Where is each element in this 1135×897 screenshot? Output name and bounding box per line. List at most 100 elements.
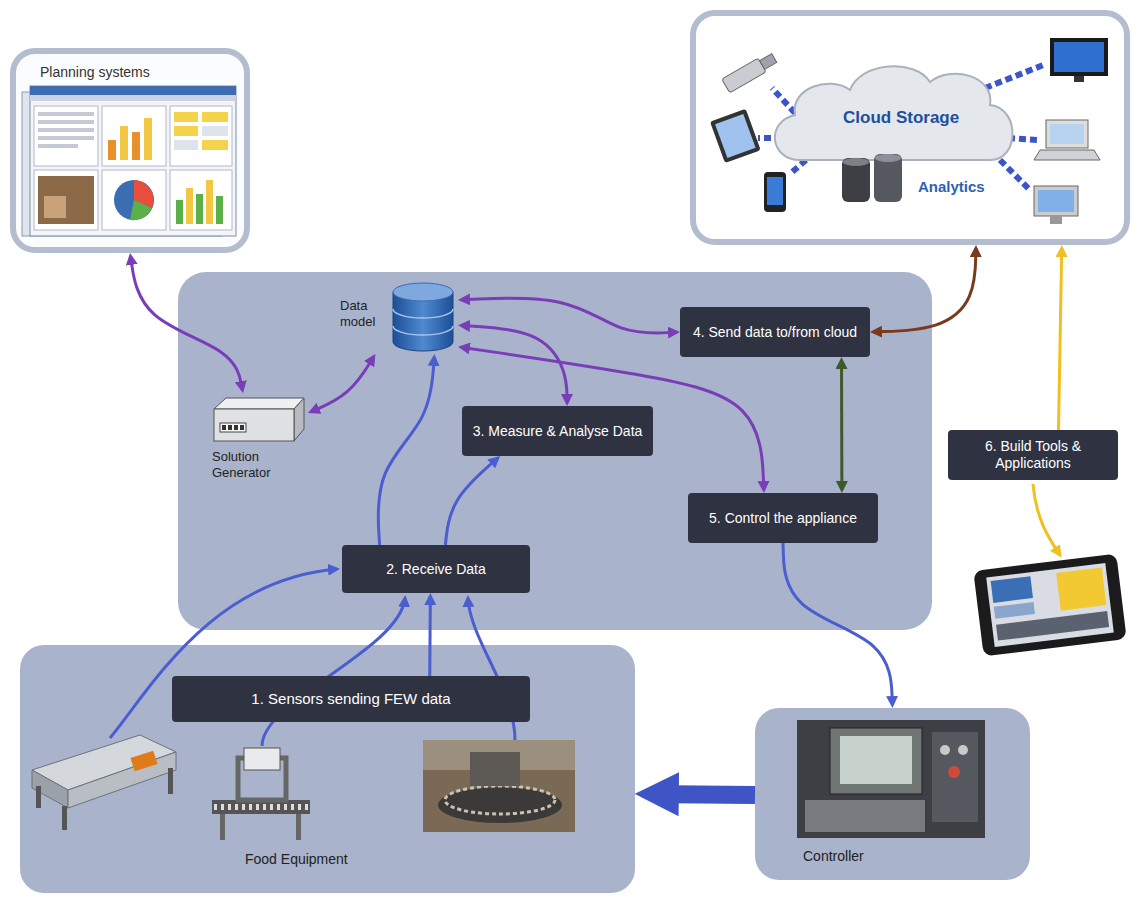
tablet-illustration (973, 554, 1126, 657)
screen-tile (1056, 567, 1106, 610)
flow-connector (445, 458, 498, 545)
step-label: 1. Sensors sending FEW data (251, 690, 450, 708)
table-row (38, 136, 94, 140)
table-row (38, 120, 94, 124)
panel-label: Data model (340, 298, 388, 329)
device-front (214, 409, 294, 441)
usb-stick (722, 51, 778, 93)
monitor-screen (1054, 42, 1104, 72)
cloud-illustration (710, 38, 1108, 224)
signal-line (262, 598, 405, 746)
app-line (1033, 484, 1060, 555)
chain-link (790, 160, 806, 174)
keyboard (805, 800, 925, 832)
panel-label: Planning systems (40, 64, 220, 81)
knob (958, 745, 968, 755)
device-led (228, 425, 232, 430)
grid-cell (202, 140, 228, 150)
tile (102, 170, 166, 230)
conveyor-leg (62, 806, 67, 830)
tablet-screen (986, 563, 1114, 647)
machine-table (438, 787, 562, 823)
tile (102, 106, 166, 166)
system-panel (178, 272, 932, 630)
controller-panel-ground (755, 708, 1030, 880)
database-icon (390, 282, 456, 354)
table-row (38, 112, 94, 116)
panel-label: Cloud Storage (843, 108, 993, 128)
grid-cell (174, 140, 198, 150)
table-row (38, 128, 94, 132)
flow-connector (783, 543, 892, 705)
tile (34, 106, 98, 166)
food-item (130, 751, 157, 772)
server-top (843, 158, 869, 166)
bottle-ring (445, 786, 555, 814)
step-label: 3. Measure & Analyse Data (473, 423, 643, 440)
server-drum (874, 154, 902, 202)
bar (108, 140, 116, 160)
bar (176, 200, 183, 224)
bar (144, 118, 152, 160)
step-label: 4. Send data to/from cloud (693, 324, 857, 341)
chain-link (985, 64, 1046, 88)
flow-connector (840, 360, 843, 490)
chain-link (1000, 160, 1030, 190)
tablet-frame (973, 554, 1126, 657)
bar (132, 132, 140, 160)
cloud-panel-ground (693, 13, 1127, 242)
generator-device-icon (208, 393, 308, 445)
side-panel (932, 732, 978, 822)
bottling-machine (423, 740, 575, 832)
desktop-frame (1034, 186, 1078, 216)
device-led (240, 425, 244, 430)
tablet-device (710, 109, 761, 163)
panel-grounds (13, 13, 1127, 893)
flow-connector (1059, 248, 1062, 430)
belt-rollers (214, 804, 308, 810)
process-box: 5. Control the appliance (688, 493, 878, 543)
controller-panel: Controller (755, 708, 1030, 880)
tablet-frame (710, 109, 761, 163)
bar (196, 194, 203, 224)
laptop-lid (1046, 120, 1088, 148)
flow-connector (461, 347, 764, 490)
screen-tile (991, 576, 1033, 603)
grid-cell (174, 112, 198, 122)
conveyor-side (32, 770, 68, 808)
cylinder-band (393, 309, 453, 318)
process-box: 3. Measure & Analyse Data (462, 406, 653, 456)
bar (186, 188, 193, 224)
monitor-stand (1074, 76, 1084, 82)
cylinder-band (393, 326, 453, 335)
flow-connector (428, 596, 432, 676)
title-bar (30, 86, 236, 95)
console-body (797, 720, 985, 838)
bar (216, 196, 223, 224)
monitor-screen (840, 736, 912, 784)
bar (120, 126, 128, 160)
edge-group (130, 248, 1061, 795)
leg (296, 814, 301, 840)
machine-head (470, 752, 520, 786)
grid-cell (174, 126, 198, 136)
photo (38, 176, 94, 224)
cylinder-top (393, 283, 453, 301)
device-top (214, 398, 304, 409)
process-box: 2. Receive Data (342, 545, 530, 593)
laptop-base (1034, 150, 1100, 160)
tile (34, 170, 98, 230)
process-box: 4. Send data to/from cloud (680, 307, 870, 357)
photo-detail (44, 196, 66, 218)
leg (220, 814, 225, 840)
device-side (294, 398, 304, 441)
device-display (220, 423, 246, 432)
bar (206, 180, 213, 224)
knob (948, 766, 960, 778)
monitor-frame (1050, 38, 1108, 76)
equipment-panel-ground (20, 645, 635, 893)
screen-bar (996, 611, 1109, 641)
usb-plug (760, 54, 777, 70)
grid-cell (202, 112, 228, 122)
chain-link (772, 88, 795, 113)
